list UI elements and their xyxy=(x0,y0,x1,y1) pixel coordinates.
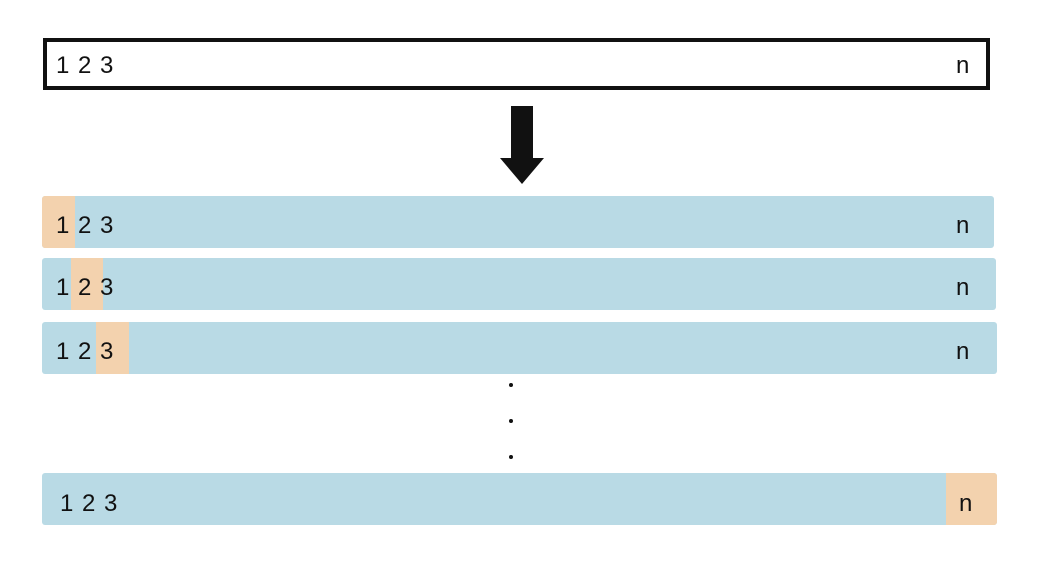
down-arrow-icon xyxy=(500,106,544,184)
highlight-item-2 xyxy=(71,258,103,310)
rown-item-2: 2 xyxy=(82,490,96,517)
highlight-item-n xyxy=(946,473,997,525)
ellipsis-dot-1 xyxy=(509,383,513,387)
row1-item-2: 2 xyxy=(78,212,92,239)
row2-item-1: 1 xyxy=(56,274,70,301)
row3-item-2: 2 xyxy=(78,338,92,365)
row2-item-2: 2 xyxy=(78,274,92,301)
window-row-2 xyxy=(42,258,996,310)
window-row-1 xyxy=(42,196,994,248)
ellipsis-dot-2 xyxy=(509,419,513,423)
input-sequence-box xyxy=(43,38,990,90)
rown-item-3: 3 xyxy=(104,490,118,517)
row3-item-n: n xyxy=(956,338,970,365)
top-item-3: 3 xyxy=(100,52,114,79)
rown-item-n: n xyxy=(959,490,973,517)
row3-item-1: 1 xyxy=(56,338,70,365)
top-item-2: 2 xyxy=(78,52,92,79)
top-item-n: n xyxy=(956,52,970,79)
highlight-item-3 xyxy=(96,322,129,374)
window-row-3 xyxy=(42,322,997,374)
row2-item-n: n xyxy=(956,274,970,301)
rown-item-1: 1 xyxy=(60,490,74,517)
row1-item-1: 1 xyxy=(56,212,70,239)
row2-item-3: 3 xyxy=(100,274,114,301)
row3-item-3: 3 xyxy=(100,338,114,365)
row1-item-3: 3 xyxy=(100,212,114,239)
top-item-1: 1 xyxy=(56,52,70,79)
window-row-n xyxy=(42,473,997,525)
row1-item-n: n xyxy=(956,212,970,239)
ellipsis-dot-3 xyxy=(509,455,513,459)
highlight-item-1 xyxy=(42,196,75,248)
